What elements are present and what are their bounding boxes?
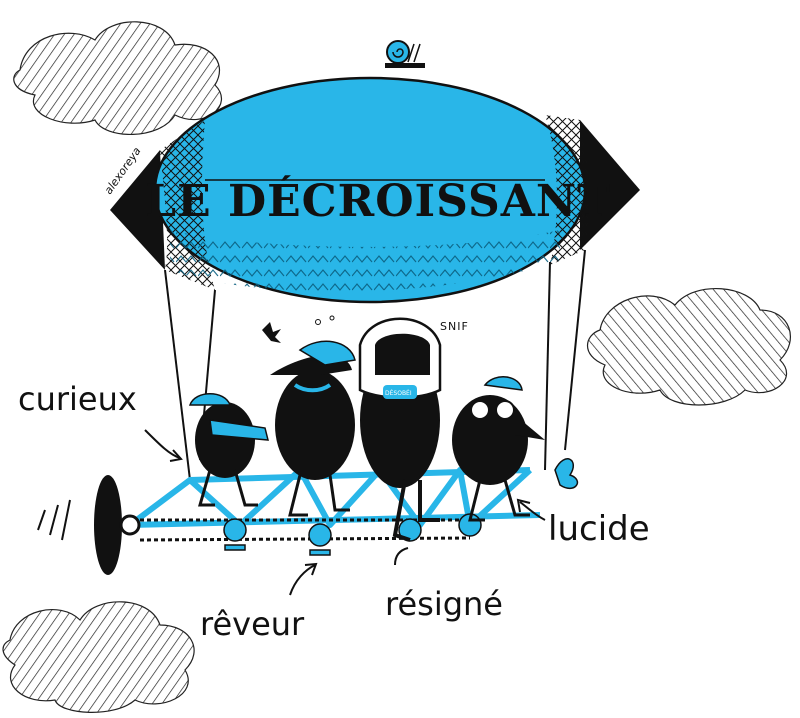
label-reveur: rêveur xyxy=(200,605,305,643)
sound-effect: SNIF xyxy=(440,320,469,333)
helmet-badge: DÉSOBÉI xyxy=(385,389,412,397)
balloon xyxy=(110,76,640,304)
ropes xyxy=(164,249,586,481)
character-resigne xyxy=(358,317,442,542)
cloud-right xyxy=(586,287,791,406)
arrows xyxy=(144,429,546,596)
snail-icon xyxy=(385,40,425,68)
label-curieux: curieux xyxy=(18,380,137,418)
character-lucide xyxy=(452,376,545,522)
character-curieux xyxy=(188,393,269,507)
propeller-icon xyxy=(37,475,141,575)
front-propeller-icon xyxy=(554,458,579,490)
label-lucide: lucide xyxy=(548,509,650,549)
label-resigne: résigné xyxy=(385,585,503,623)
balloon-title: LE DÉCROISSANT xyxy=(145,174,611,227)
pedal-cranks xyxy=(223,513,482,556)
cloud-bottom-left xyxy=(2,601,195,713)
cloud-top-left xyxy=(13,21,222,136)
character-reveur xyxy=(262,315,356,517)
